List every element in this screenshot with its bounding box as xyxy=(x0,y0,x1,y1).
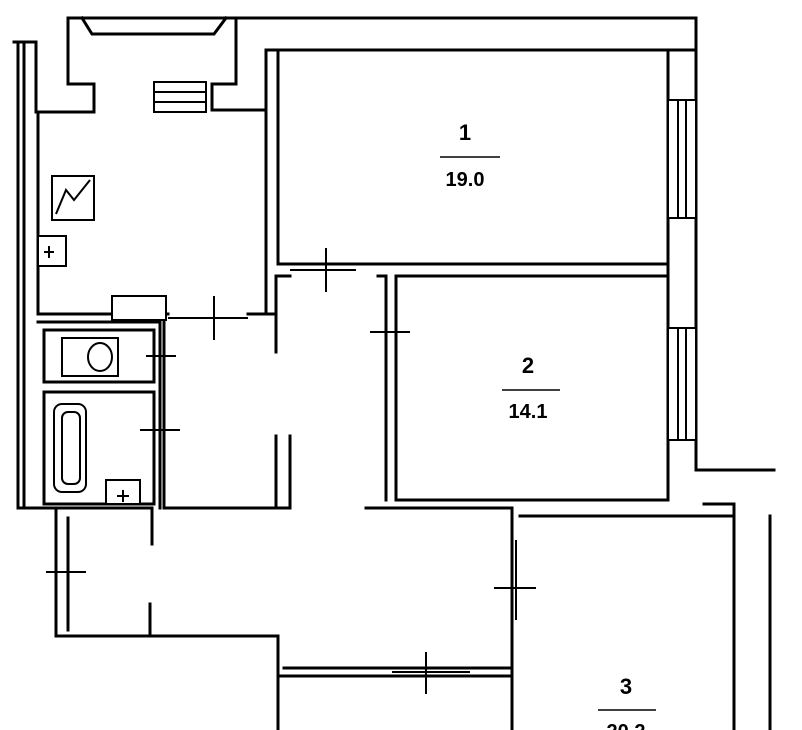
fixtures xyxy=(37,175,167,505)
room-2-label: 2 14.1 xyxy=(502,353,560,423)
room-2-number: 2 xyxy=(522,353,534,378)
sink-icon xyxy=(37,235,67,267)
room-3-label: 3 20.2 xyxy=(598,674,656,730)
walls xyxy=(12,15,776,730)
counter-icon xyxy=(111,295,167,321)
room-2-area: 14.1 xyxy=(509,401,548,423)
doors xyxy=(46,248,536,694)
window-room-2 xyxy=(667,327,697,441)
room-1-area: 19.0 xyxy=(446,169,485,191)
room-1-label: 1 19.0 xyxy=(440,120,500,191)
room-3-number: 3 xyxy=(620,674,632,699)
windows xyxy=(153,81,697,441)
room-1-number: 1 xyxy=(459,120,471,145)
window-room-1 xyxy=(667,99,697,219)
room-3-area: 20.2 xyxy=(607,721,646,730)
window-kitchen xyxy=(153,81,207,113)
